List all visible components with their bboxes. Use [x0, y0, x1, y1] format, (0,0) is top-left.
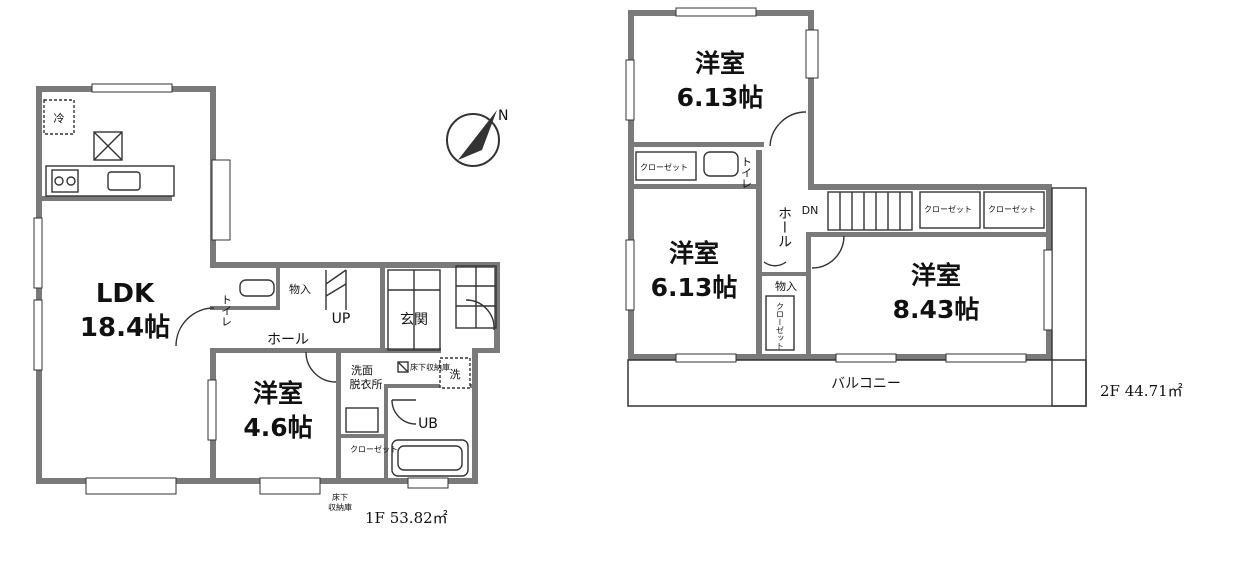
window [207, 379, 217, 441]
window [805, 29, 819, 79]
fridge-label: 冷 [54, 112, 65, 125]
closet [983, 191, 1045, 229]
stove-icon [51, 169, 79, 193]
closet-2f-c-label: クローゼット [988, 204, 1036, 214]
washer-label: 洗 [450, 368, 461, 381]
window [675, 7, 757, 17]
wash-basin [345, 407, 379, 433]
underfloor-storage-bottom-2: 収納庫 [328, 502, 352, 512]
toilet-2f-label: トイレ [740, 156, 753, 189]
toilet-icon [239, 279, 275, 297]
closet-2f-vertical-label: クローゼット [776, 302, 785, 350]
window [1043, 249, 1053, 331]
dn-label: DN [802, 204, 819, 217]
closet [765, 295, 795, 351]
stairs [827, 191, 913, 231]
door-swing [305, 351, 337, 383]
closet [635, 151, 697, 181]
hall-2f-label: ホール [776, 206, 792, 248]
entrance-tiles [387, 265, 497, 351]
window [625, 239, 635, 311]
western-room-a-size: 6.13帖 [677, 83, 764, 112]
western-room-1f-size: 4.6帖 [243, 413, 312, 442]
floor-1-area: 1F 53.82㎡ [365, 509, 448, 527]
western-room-c-label: 洋室 [911, 261, 961, 290]
floor-2-plan: 洋室 6.13帖 洋室 6.13帖 洋室 8.43帖 クローゼット クローゼット… [625, 7, 1183, 407]
closet [919, 191, 981, 229]
bath-label: UB [418, 416, 438, 432]
toilet-icon [703, 151, 739, 177]
door-swing [763, 261, 787, 267]
washer-space [439, 357, 471, 389]
storage-label: 物入 [289, 282, 311, 296]
bathtub [391, 439, 469, 477]
hall-label: ホール [267, 332, 309, 348]
storage-2f-label: 物入 [775, 279, 797, 293]
door-swing [175, 307, 215, 347]
ldk-label: LDK [96, 279, 155, 309]
western-room-a-label: 洋室 [695, 49, 745, 78]
fridge-space [43, 99, 75, 135]
window [85, 477, 177, 495]
north-label: N [498, 108, 508, 124]
compass-icon: N [446, 108, 508, 167]
window [407, 477, 449, 489]
western-room-1f-label: 洋室 [253, 379, 303, 408]
sink-icon [107, 171, 141, 191]
toilet-label: トイレ [220, 294, 233, 327]
underfloor-storage-label: 床下収納庫 [410, 362, 450, 372]
underfloor-storage-bottom-1: 床下 [332, 492, 348, 502]
up-label: UP [332, 311, 351, 327]
door-swing [769, 111, 807, 147]
stairs [325, 269, 347, 310]
window [625, 59, 635, 121]
washroom-label-1: 洗面 [351, 364, 373, 377]
window [259, 477, 321, 495]
floor-1-plan: LDK 18.4帖 洋室 4.6帖 ホール トイレ 物入 UP 玄関 洗面 脱衣… [33, 83, 500, 527]
window [945, 353, 1027, 363]
window [675, 353, 737, 363]
entrance-label: 玄関 [400, 311, 428, 328]
western-room-b-size: 6.13帖 [651, 273, 738, 302]
window [211, 159, 231, 241]
window [33, 299, 43, 371]
door-swing [811, 235, 845, 269]
window [91, 83, 173, 93]
closet-2f-b-label: クローゼット [924, 204, 972, 214]
ldk-size: 18.4帖 [80, 313, 170, 343]
closet-1f-label: クローゼット [350, 444, 398, 454]
balcony [627, 359, 1087, 407]
floor-2-area: 2F 44.71㎡ [1100, 382, 1183, 400]
window [33, 217, 43, 289]
washroom-label-2: 脱衣所 [350, 377, 383, 391]
closet-2f-a-label: クローゼット [640, 162, 688, 172]
window [835, 353, 897, 363]
western-room-b-label: 洋室 [669, 239, 719, 268]
western-room-c-size: 8.43帖 [893, 295, 980, 324]
balcony-label: バルコニー [831, 376, 901, 392]
